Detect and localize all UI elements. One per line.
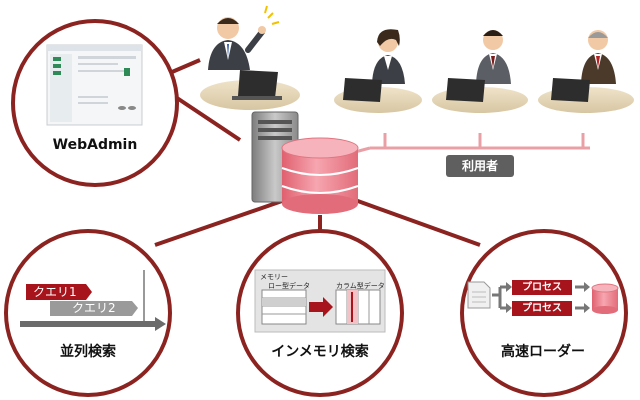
fast-loader-label: 高速ローダー xyxy=(501,344,585,360)
column-data-label: カラム型データ xyxy=(336,282,385,290)
loader-diagram xyxy=(467,281,619,314)
webadmin-screenshot xyxy=(46,44,143,126)
process-tag-1: プロセス xyxy=(512,280,572,295)
query1-tag: クエリ1 xyxy=(33,285,77,299)
user-1 xyxy=(334,29,422,113)
user-2 xyxy=(432,30,528,113)
inmemory-search-label: インメモリ検索 xyxy=(271,344,369,360)
user-3 xyxy=(538,30,634,113)
document-icon xyxy=(467,281,491,309)
database-icon xyxy=(281,137,359,214)
users-badge: 利用者 xyxy=(446,155,514,177)
query2-tag: クエリ2 xyxy=(72,301,116,315)
laptop-icon xyxy=(232,70,282,100)
webadmin-label: WebAdmin xyxy=(52,137,138,153)
parallel-diagram xyxy=(20,270,166,331)
process-tag-2: プロセス xyxy=(512,301,572,316)
inmemory-diagram xyxy=(254,269,386,333)
row-data-label: ロー型データ xyxy=(268,282,310,290)
memory-label: メモリー xyxy=(260,273,288,281)
parallel-search-label: 並列検索 xyxy=(60,344,116,360)
arrow-right-icon xyxy=(155,317,166,331)
